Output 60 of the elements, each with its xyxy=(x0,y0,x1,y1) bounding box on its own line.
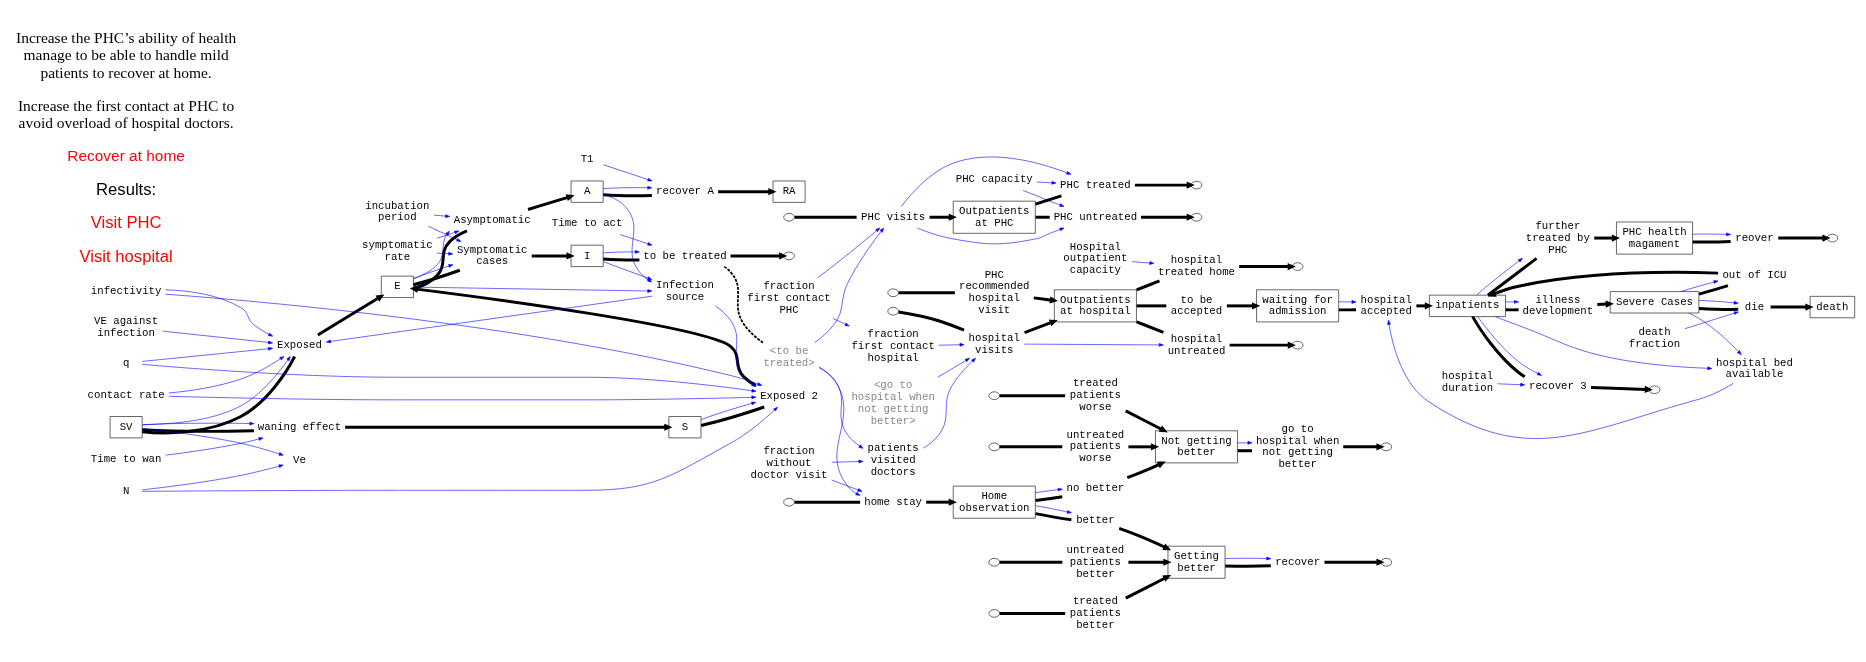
node-text: Exposed 2 xyxy=(760,389,818,402)
node-text: illness development xyxy=(1522,293,1594,318)
node-text: PHC capacity xyxy=(955,173,1033,186)
node-text: PHC treated xyxy=(1060,178,1131,191)
node-text: fraction first contact PHC xyxy=(747,279,831,316)
node-text: hospital duration xyxy=(1441,370,1494,395)
node-text: Infection source xyxy=(656,279,714,304)
node-text: patients visited doctors xyxy=(867,442,919,479)
node-text: Symptomatic cases xyxy=(456,243,528,268)
node-text: recover 3 xyxy=(1529,379,1587,392)
label: Results: xyxy=(96,179,157,199)
node-text: treated patients worse xyxy=(1069,377,1122,414)
node-text: hospital treated home xyxy=(1158,254,1235,279)
node-text: hospital accepted xyxy=(1360,293,1412,318)
node-text: <to be treated> xyxy=(763,344,815,369)
node-text: untreated patients better xyxy=(1066,543,1125,580)
label: Increase the first contact at PHC to avoid overload of hospital doctors. xyxy=(17,96,235,131)
node-text: Hospital outpatient capacity xyxy=(1063,240,1128,277)
node-text: <go to hospital when not getting better> xyxy=(851,379,935,427)
node-text: reover xyxy=(1735,231,1774,244)
node-text: better xyxy=(1076,514,1115,527)
node-text: q xyxy=(122,356,130,369)
label: Visit hospital xyxy=(79,247,173,267)
node-text: to be accepted xyxy=(1170,293,1223,318)
node-text: Exposed xyxy=(277,339,322,352)
node-text: incubation period xyxy=(365,199,430,224)
node-text: fraction first contact hospital xyxy=(851,328,935,364)
node-text: recover xyxy=(1275,555,1321,568)
node-text: go to hospital when not getting better xyxy=(1255,422,1340,471)
node-text: infectivity xyxy=(90,285,162,298)
node-text: treated patients better xyxy=(1069,595,1122,631)
node-text: die xyxy=(1744,300,1765,313)
node-text: hospital untreated xyxy=(1167,332,1226,357)
node-text: home stay xyxy=(864,495,923,508)
node-text: N xyxy=(122,485,130,498)
node-text: PHC untreated xyxy=(1053,210,1138,223)
node-text: untreated patients worse xyxy=(1066,428,1125,465)
node-text: hospital visits xyxy=(968,331,1020,356)
node-text: to be treated xyxy=(643,249,727,262)
node-text: symptomatic rate xyxy=(362,238,433,263)
label: Recover at home xyxy=(67,146,185,164)
node-text: hospital bed available xyxy=(1715,356,1793,381)
node-text: T1 xyxy=(580,153,594,166)
node-text: PHC recommended hospital visit xyxy=(958,268,1030,317)
node-text: no better xyxy=(1066,482,1125,495)
node-text: Asymptomatic xyxy=(453,213,531,226)
node-text: contact rate xyxy=(87,388,165,401)
label: Increase the PHC’s ability of health manage to be able to handle mild patients to recover at home. xyxy=(16,29,237,81)
node-text: out of ICU xyxy=(1722,268,1787,281)
node-text: PHC visits xyxy=(861,210,926,223)
node-text: waning effect xyxy=(257,420,342,433)
node-text: death fraction xyxy=(1628,325,1681,350)
node-text: further treated by PHC xyxy=(1525,219,1590,256)
node-text: fraction without doctor visit xyxy=(750,445,828,482)
node-text: recover A xyxy=(656,185,714,198)
node-text: Time to wan xyxy=(90,452,162,465)
node-text: Ve xyxy=(293,454,306,467)
label: Visit PHC xyxy=(90,213,162,233)
node-text: Time to act xyxy=(551,217,623,230)
node-text: VE against infection xyxy=(94,314,159,339)
